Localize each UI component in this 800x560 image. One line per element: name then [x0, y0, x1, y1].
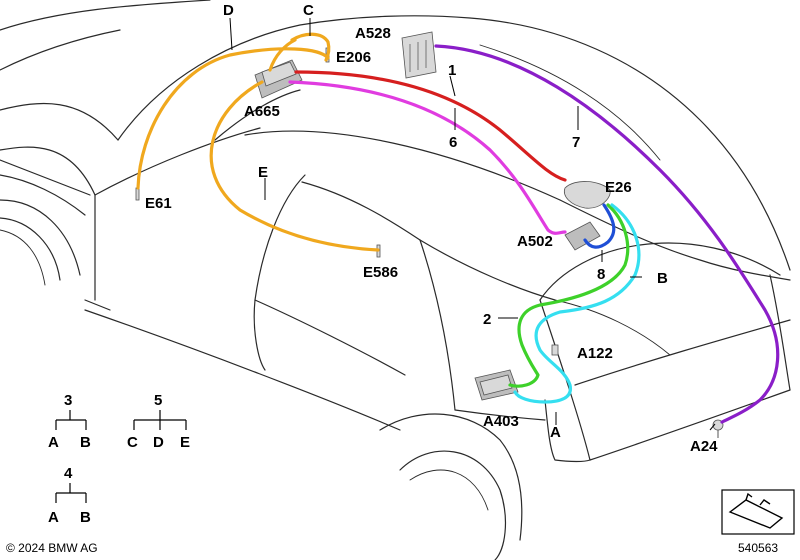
legend-branch: B [80, 509, 91, 526]
label-6: 6 [449, 134, 457, 151]
label-A528: A528 [355, 25, 391, 42]
legend-number: 4 [64, 465, 73, 482]
wire-orange [136, 47, 330, 190]
label-A502: A502 [517, 233, 553, 250]
legend-branch: D [153, 434, 164, 451]
legend-branch: C [127, 434, 138, 451]
legend-tree-5: 5 C D E [127, 392, 190, 451]
legend: 3 A B 5 C D E 4 A B [48, 392, 190, 526]
wire-orange [268, 38, 297, 72]
wire-cyan [513, 203, 641, 404]
label-A122: A122 [577, 345, 613, 362]
wire-orange [209, 80, 380, 252]
label-A24: A24 [690, 438, 718, 455]
view-direction-icon [721, 489, 795, 535]
legend-branch: A [48, 434, 59, 451]
label-2: 2 [483, 311, 491, 328]
label-E61: E61 [145, 195, 172, 212]
legend-number: 3 [64, 392, 72, 409]
labels: D C A528 E206 1 A665 6 7 E E61 E26 A502 … [145, 2, 718, 455]
wire-magenta [288, 80, 567, 235]
wire-red [294, 70, 567, 182]
wire-purple [434, 44, 780, 424]
component-A502 [564, 221, 601, 251]
label-A403: A403 [483, 413, 519, 430]
wire-orange [290, 32, 331, 62]
component-A528 [401, 31, 437, 79]
label-E206: E206 [336, 49, 371, 66]
label-8: 8 [597, 266, 605, 283]
legend-branch: E [180, 434, 190, 451]
legend-branch: B [80, 434, 91, 451]
legend-tree-4: 4 A B [48, 465, 91, 526]
wiring-harnesses [136, 32, 780, 424]
label-C: C [303, 2, 314, 19]
component-A122 [551, 344, 559, 356]
legend-branch: A [48, 509, 59, 526]
label-E586: E586 [363, 264, 398, 281]
label-B: B [657, 270, 668, 287]
component-E26 [563, 181, 611, 209]
image-number: 540563 [738, 541, 778, 555]
label-A: A [550, 424, 561, 441]
legend-number: 5 [154, 392, 162, 409]
label-D: D [223, 2, 234, 19]
label-A665: A665 [244, 103, 280, 120]
label-7: 7 [572, 134, 580, 151]
label-1: 1 [448, 62, 456, 79]
copyright: © 2024 BMW AG [6, 541, 98, 555]
legend-tree-3: 3 A B [48, 392, 91, 451]
component-A403 [474, 369, 519, 401]
leader-lines [229, 17, 716, 431]
component-E61 [135, 187, 140, 201]
wire-blue [583, 203, 616, 249]
component-A665 [254, 59, 303, 99]
components [135, 31, 724, 438]
label-E26: E26 [605, 179, 632, 196]
wire-green [508, 203, 630, 388]
label-E: E [258, 164, 268, 181]
